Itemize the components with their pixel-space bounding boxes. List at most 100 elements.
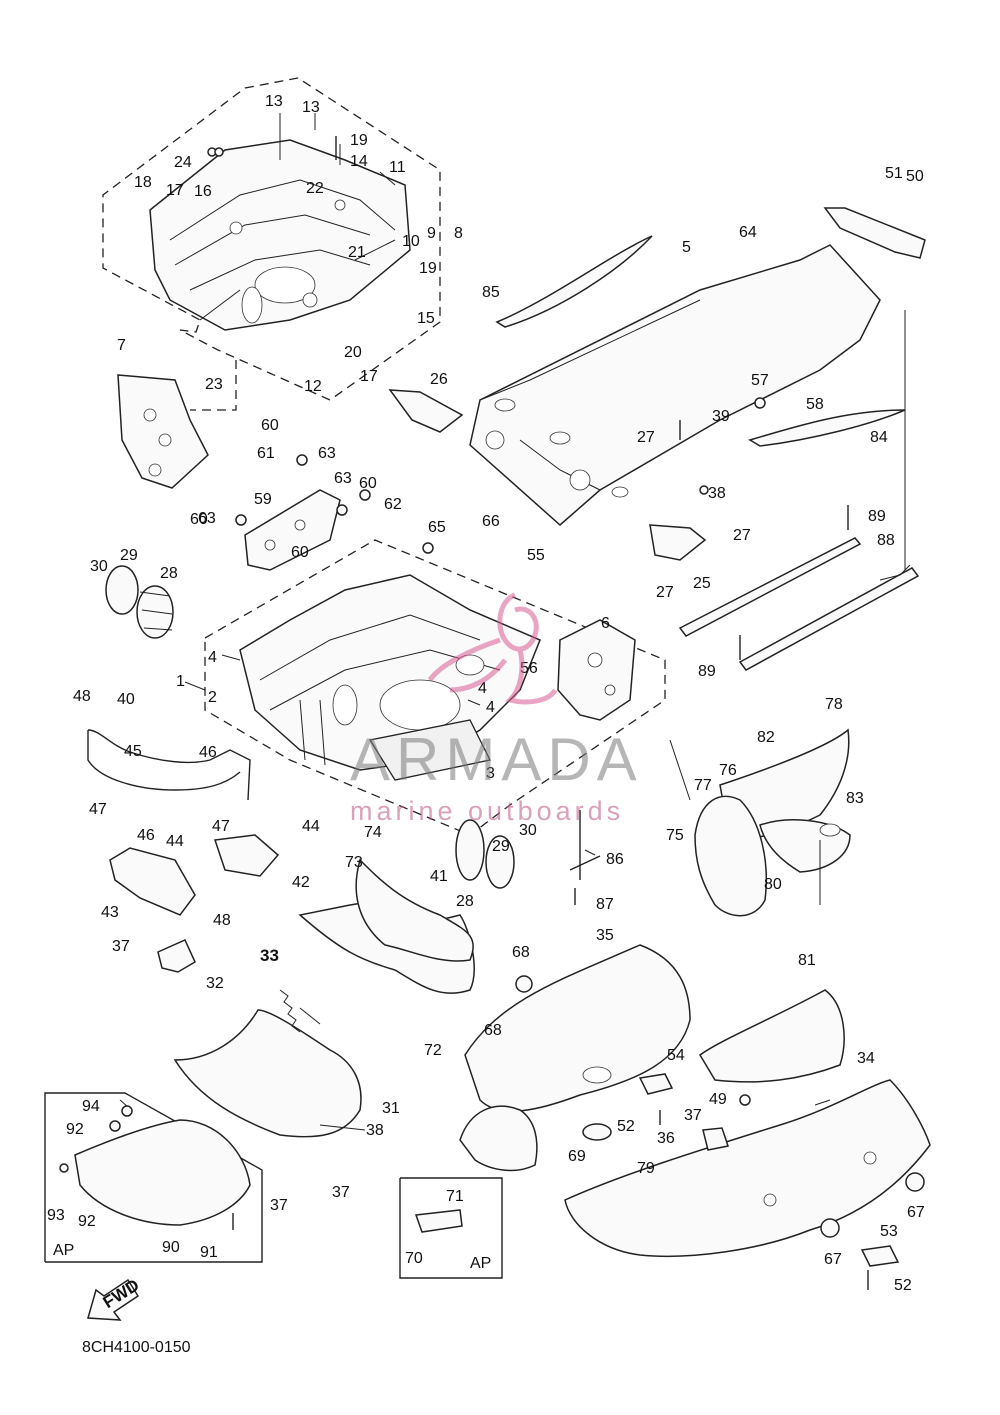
part-label: 6 — [601, 615, 610, 632]
part-label: 63 — [334, 470, 352, 487]
part-label: 89 — [698, 663, 716, 680]
part-label: 93 — [47, 1207, 65, 1224]
ap-box-center — [399, 1177, 503, 1279]
part-label: 54 — [667, 1047, 685, 1064]
watermark-tagline: marine outboards — [350, 796, 624, 826]
leader-lines — [119, 113, 906, 1131]
part-label: 48 — [213, 912, 231, 929]
rail-88 — [678, 537, 920, 671]
part-label: 1 — [176, 673, 185, 690]
part-label: 12 — [304, 378, 322, 395]
armada-logo-icon — [427, 592, 558, 705]
part-label: 52 — [617, 1118, 635, 1135]
part-label: 35 — [596, 927, 614, 944]
bracket-43 — [109, 847, 196, 916]
fasteners — [59, 136, 869, 1290]
part-label: 30 — [519, 822, 537, 839]
part-label: 4 — [486, 699, 495, 716]
part-label: 5 — [682, 239, 691, 256]
part-label: 38 — [708, 485, 726, 502]
part-label: 51 — [885, 165, 903, 182]
part-label: 60 — [261, 417, 279, 434]
part-label: 49 — [709, 1091, 727, 1108]
part-label: 92 — [78, 1213, 96, 1230]
part-label: 32 — [206, 975, 224, 992]
variant-label-ap: AP — [470, 1255, 491, 1272]
ring-69 — [582, 1123, 612, 1141]
part-label: 68 — [484, 1022, 502, 1039]
part-label: 57 — [751, 372, 769, 389]
drawing-code: 8CH4100-0150 — [82, 1339, 191, 1356]
part-label: 10 — [402, 233, 420, 250]
part-label: 70 — [405, 1250, 423, 1267]
part-label: 39 — [712, 408, 730, 425]
part-label: 82 — [757, 729, 775, 746]
part-label: 19 — [350, 132, 368, 149]
part-label: 37 — [684, 1107, 702, 1124]
part-label: 45 — [124, 743, 142, 760]
part-label: 90 — [162, 1239, 180, 1256]
part-label: 77 — [694, 777, 712, 794]
bracket-54 — [638, 1073, 674, 1095]
part-label: 8 — [454, 225, 463, 242]
part-label: 34 — [857, 1050, 875, 1067]
part-label: 86 — [606, 851, 624, 868]
part-label: 22 — [306, 180, 324, 197]
part-label: 50 — [906, 168, 924, 185]
part-label: 18 — [134, 174, 152, 191]
gasket-29-28-left — [105, 565, 174, 639]
part-label: 61 — [257, 445, 275, 462]
part-label: 55 — [527, 547, 545, 564]
variant-label-ap: AP — [53, 1242, 74, 1259]
bracket-36 — [702, 1127, 729, 1151]
part-label: 78 — [825, 696, 843, 713]
part-label: 88 — [877, 532, 895, 549]
belly-pan-72 — [298, 858, 475, 994]
gasket-29-28-right — [455, 819, 515, 889]
part-label: 40 — [117, 691, 135, 708]
part-label: 27 — [637, 429, 655, 446]
part-number-labels: 1 2 3 4 4 4 5 6 7 8 9 10 11 12 13 13 14 … — [47, 93, 925, 1294]
watermark-brand: ARMADA — [350, 726, 643, 793]
part-label: 67 — [907, 1204, 925, 1221]
part-label: 15 — [417, 310, 435, 327]
part-label: 74 — [364, 824, 382, 841]
part-label: 29 — [492, 838, 510, 855]
part-label: 13 — [265, 93, 283, 110]
side-panel-35 — [459, 944, 691, 1172]
part-label: 9 — [427, 225, 436, 242]
part-label: 60 — [291, 544, 309, 561]
part-label: 73 — [345, 854, 363, 871]
part-label: 67 — [824, 1251, 842, 1268]
part-label: 60 — [190, 511, 208, 528]
part-label: 84 — [870, 429, 888, 446]
part-label: 46 — [137, 827, 155, 844]
part-label: 63 — [198, 510, 216, 527]
part-label: 72 — [424, 1042, 442, 1059]
part-label: 80 — [764, 876, 782, 893]
bracket-32 — [157, 939, 196, 973]
bracket-42 — [213, 834, 280, 877]
part-label: 91 — [200, 1244, 218, 1261]
part-label: 21 — [348, 244, 366, 261]
part-label: 23 — [205, 376, 223, 393]
part-label: 68 — [512, 944, 530, 961]
part-label: 47 — [89, 801, 107, 818]
part-label: 66 — [482, 513, 500, 530]
side-cover-78 — [694, 728, 851, 917]
part-label: 85 — [482, 284, 500, 301]
part-label: 27 — [656, 584, 674, 601]
part-label: 47 — [212, 818, 230, 835]
shroud-31 — [173, 1009, 362, 1138]
part-label: 44 — [302, 818, 320, 835]
part-label: 24 — [174, 154, 192, 171]
part-label: 36 — [657, 1130, 675, 1147]
part-label: 48 — [73, 688, 91, 705]
bracket-59 — [244, 489, 341, 571]
part-label: 7 — [117, 337, 126, 354]
part-label: 69 — [568, 1148, 586, 1165]
part-label: 4 — [478, 680, 487, 697]
part-label: 83 — [846, 790, 864, 807]
part-label: 52 — [894, 1277, 912, 1294]
stay-86 — [569, 810, 601, 880]
